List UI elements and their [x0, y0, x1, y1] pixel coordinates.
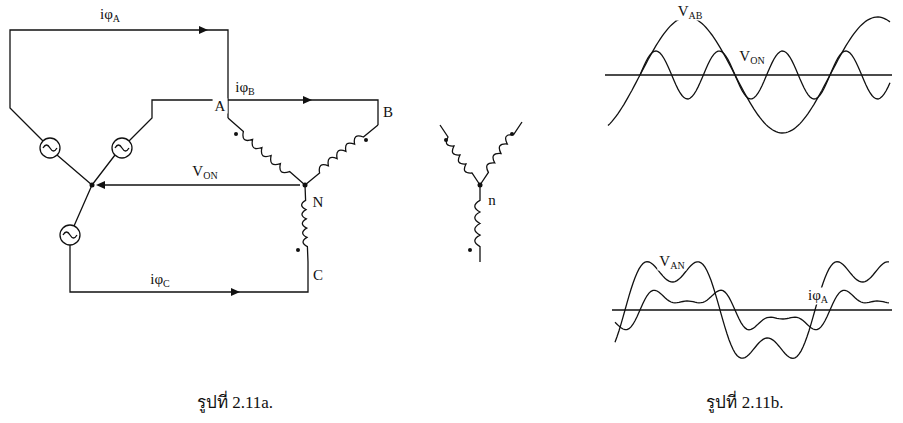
arrowheads-and-dots — [90, 26, 515, 296]
wiring — [10, 17, 892, 358]
polarity-dot — [234, 132, 238, 136]
secondary-neutral-dot — [478, 183, 483, 188]
time-axes — [605, 75, 892, 310]
terminal-label: C — [311, 268, 325, 283]
terminal-label: N — [311, 195, 326, 210]
source-star — [57, 155, 115, 226]
current-label: iφA — [98, 7, 122, 24]
polarity-dot — [296, 248, 300, 252]
neutral-dot — [303, 183, 308, 188]
phase-a-wire — [10, 30, 228, 141]
wave-label: iφA — [806, 288, 830, 305]
arrow-ia — [199, 26, 208, 34]
phase-c-wire — [70, 245, 308, 292]
polarity-dot — [364, 138, 368, 142]
vab-wave — [608, 17, 890, 133]
neutral-voltage-line — [100, 184, 300, 185]
van-wave — [615, 262, 889, 359]
terminal-label: A — [213, 99, 228, 114]
current-label: iφB — [233, 80, 257, 97]
polarity-dot — [444, 138, 448, 142]
arrow-ic — [231, 288, 240, 296]
figure-caption: รูปที่ 2.11b. — [704, 394, 785, 411]
phase-b-wire — [129, 100, 378, 141]
arrow-von — [96, 181, 105, 189]
polarity-dot — [510, 132, 514, 136]
voltage-label: VON — [190, 164, 219, 181]
wave-label: VAN — [657, 254, 686, 271]
polarity-dot — [468, 248, 472, 252]
transformer-windings — [228, 118, 522, 262]
current-wave — [615, 290, 889, 330]
terminal-label: n — [486, 193, 498, 208]
current-label: iφC — [148, 272, 172, 289]
wave-label: VAB — [676, 4, 705, 21]
terminal-label: B — [381, 105, 395, 120]
ac-symbols — [43, 145, 129, 238]
arrow-ib — [303, 96, 312, 104]
figure-caption: รูปที่ 2.11a. — [195, 394, 275, 411]
source-star-dot — [90, 183, 95, 188]
wave-label: VON — [737, 49, 766, 66]
